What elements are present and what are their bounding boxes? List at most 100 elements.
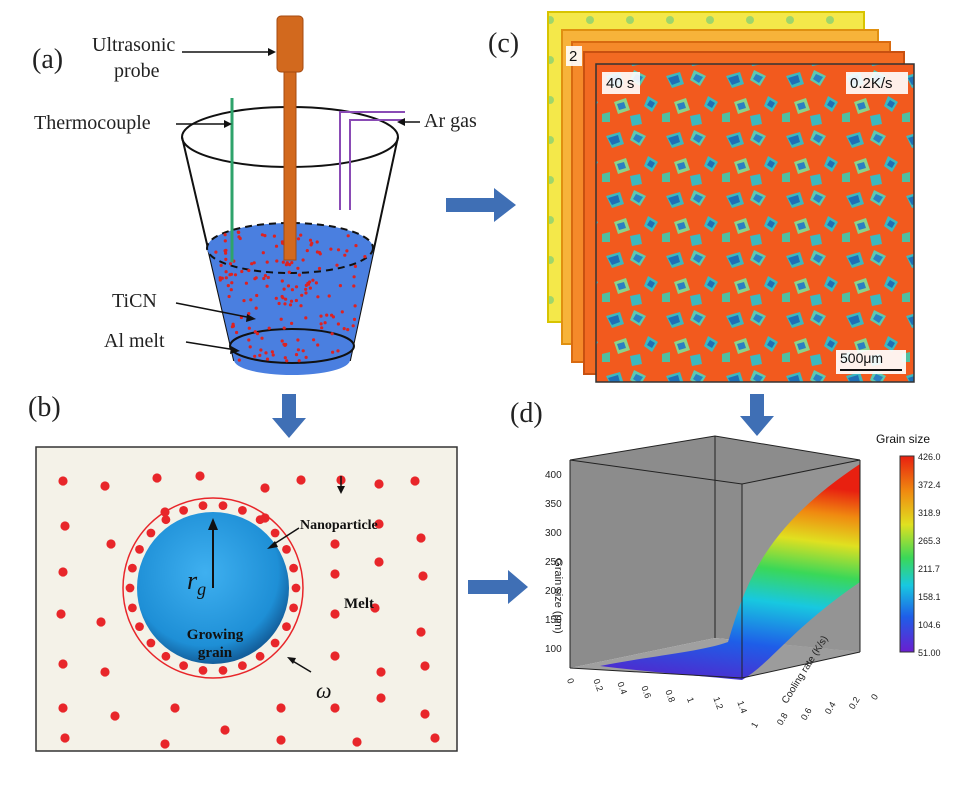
omega-outer-boundary (122, 497, 304, 679)
al-melt-body (208, 248, 374, 375)
adsorbed-nanoparticle (161, 651, 171, 661)
nanoparticle (60, 521, 70, 531)
nanoparticle (56, 609, 66, 619)
adsorbed-nanoparticle (146, 638, 156, 648)
ticn-particle (280, 339, 284, 343)
ticn-particle (284, 297, 288, 301)
ticn-particle (294, 353, 299, 357)
ticn-particle (290, 261, 294, 265)
nanoparticle (60, 733, 70, 743)
nanoparticle (420, 709, 430, 719)
panel-c-label: (c) (488, 28, 520, 59)
ticn-particle (264, 351, 268, 355)
ticn-particle (325, 313, 329, 317)
ticn-particle (304, 287, 308, 291)
nanoparticle (58, 703, 68, 713)
ticn-particle (274, 296, 278, 300)
ar-gas-label: Ar gas (424, 110, 477, 132)
ticn-particle (304, 316, 308, 320)
ticn-particle (299, 304, 303, 308)
colorbar (899, 455, 915, 653)
ticn-particle (323, 321, 327, 325)
ticn-particle (301, 258, 305, 262)
grain-size-surface (600, 464, 860, 680)
ticn-particle (244, 281, 248, 285)
ticn-particle (226, 284, 230, 288)
colorbar-tick-label: 318.9 (918, 508, 941, 518)
ticn-particle (296, 266, 300, 270)
ticn-particle (284, 342, 288, 347)
nanoparticle (106, 539, 116, 549)
ticn-particle (277, 301, 281, 306)
ticn-particle (336, 322, 340, 326)
ticn-particle (353, 304, 357, 308)
ticn-particle (280, 279, 284, 283)
ticn-particle (346, 328, 350, 332)
adsorbed-nanoparticle (270, 638, 280, 648)
adsorbed-nanoparticle (218, 666, 228, 675)
nanoparticle (58, 567, 68, 577)
ticn-label: TiCN (112, 290, 157, 312)
back-frame-label: 2 (569, 48, 578, 65)
ticn-particle (353, 264, 357, 268)
ticn-particle (261, 251, 265, 255)
nanoparticle (376, 667, 386, 677)
cooling-rate-label: 0.2K/s (850, 75, 893, 92)
nanoparticle (374, 519, 384, 529)
z-tick-label: 350 (545, 499, 562, 510)
z-tick-label: 300 (545, 528, 562, 539)
radius-symbol: rg (187, 566, 207, 600)
ticn-particle (281, 241, 285, 245)
ticn-particle (336, 349, 340, 353)
adsorbed-nanoparticle (238, 506, 247, 515)
panel-b-nucleation-diagram (35, 446, 458, 752)
ticn-particle (260, 233, 264, 237)
z-tick-label: 100 (545, 644, 562, 655)
colorbar-tick-label: 265.3 (918, 536, 941, 546)
adsorbed-nanoparticles (125, 501, 301, 675)
adsorbed-nanoparticle (125, 583, 135, 593)
ticn-particle (230, 281, 234, 285)
nanoparticle (58, 659, 68, 669)
ar-gas-tube-inner (349, 119, 405, 210)
ticn-particle (228, 273, 232, 277)
ticn-particle (237, 358, 241, 362)
ticn-particle (286, 284, 291, 288)
ticn-particle (335, 263, 339, 267)
ticn-particle (258, 353, 262, 357)
panel-c-microstructure-stack (547, 11, 915, 383)
ticn-particle (340, 310, 344, 314)
nanoparticle (220, 725, 230, 735)
nanoparticle (330, 539, 340, 549)
ticn-particle (296, 237, 301, 241)
probe-label-line1: Ultrasonic (92, 34, 176, 56)
ticn-particle (247, 326, 251, 330)
ticn-particle (254, 306, 258, 310)
z-tick-label: 150 (545, 615, 562, 626)
ticn-particle (330, 332, 334, 336)
ticn-particle (247, 338, 251, 342)
adsorbed-nanoparticle (255, 515, 265, 525)
ticn-particle (314, 281, 318, 285)
z-tick-label: 200 (545, 586, 562, 597)
ticn-particle (242, 299, 246, 303)
ticn-particle (265, 357, 270, 361)
ticn-particle (299, 233, 303, 237)
ticn-particle (275, 259, 279, 263)
adsorbed-nanoparticle (289, 603, 298, 613)
ticn-particle (227, 294, 231, 299)
ticn-particle (265, 284, 269, 288)
ticn-particle (354, 244, 358, 248)
colorbar-tick-label: 51.00 (918, 648, 941, 658)
ticn-particle (248, 345, 252, 349)
nanoparticle (418, 571, 428, 581)
adsorbed-nanoparticle (255, 651, 265, 661)
colorbar-tick-label: 211.7 (918, 564, 940, 574)
ticn-particle (290, 288, 294, 292)
nanoparticle (330, 569, 340, 579)
ticn-particle (315, 250, 319, 254)
ticn-particle (247, 312, 251, 316)
ticn-particle (351, 324, 355, 328)
nanoparticle (100, 667, 110, 677)
ticn-particle (265, 260, 269, 264)
